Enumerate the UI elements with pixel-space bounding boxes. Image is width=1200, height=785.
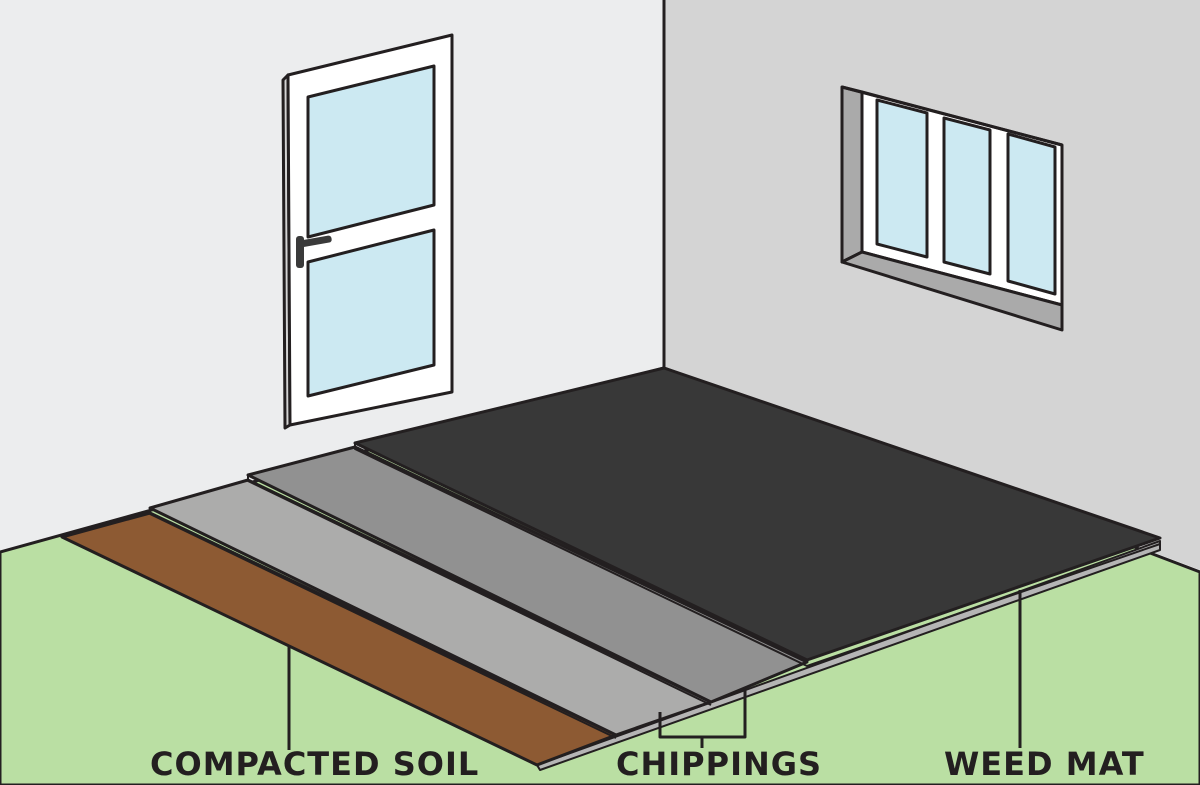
door-handle-icon (296, 235, 332, 268)
window-pane-3 (1006, 132, 1057, 296)
door-glass-bottom (306, 228, 436, 398)
window (840, 85, 1064, 332)
window-sill (840, 250, 1064, 332)
chippings-dark-layer (246, 445, 809, 704)
label-compacted-soil: COMPACTED SOIL (150, 745, 480, 783)
window-pane-2 (942, 116, 992, 276)
label-weed-mat: WEED MAT (944, 745, 1145, 783)
label-chippings: CHIPPINGS (616, 745, 823, 783)
weed-mat-layer (353, 366, 1162, 662)
door (281, 33, 454, 430)
door-glass-top (306, 64, 436, 239)
window-pane-1 (875, 98, 929, 259)
